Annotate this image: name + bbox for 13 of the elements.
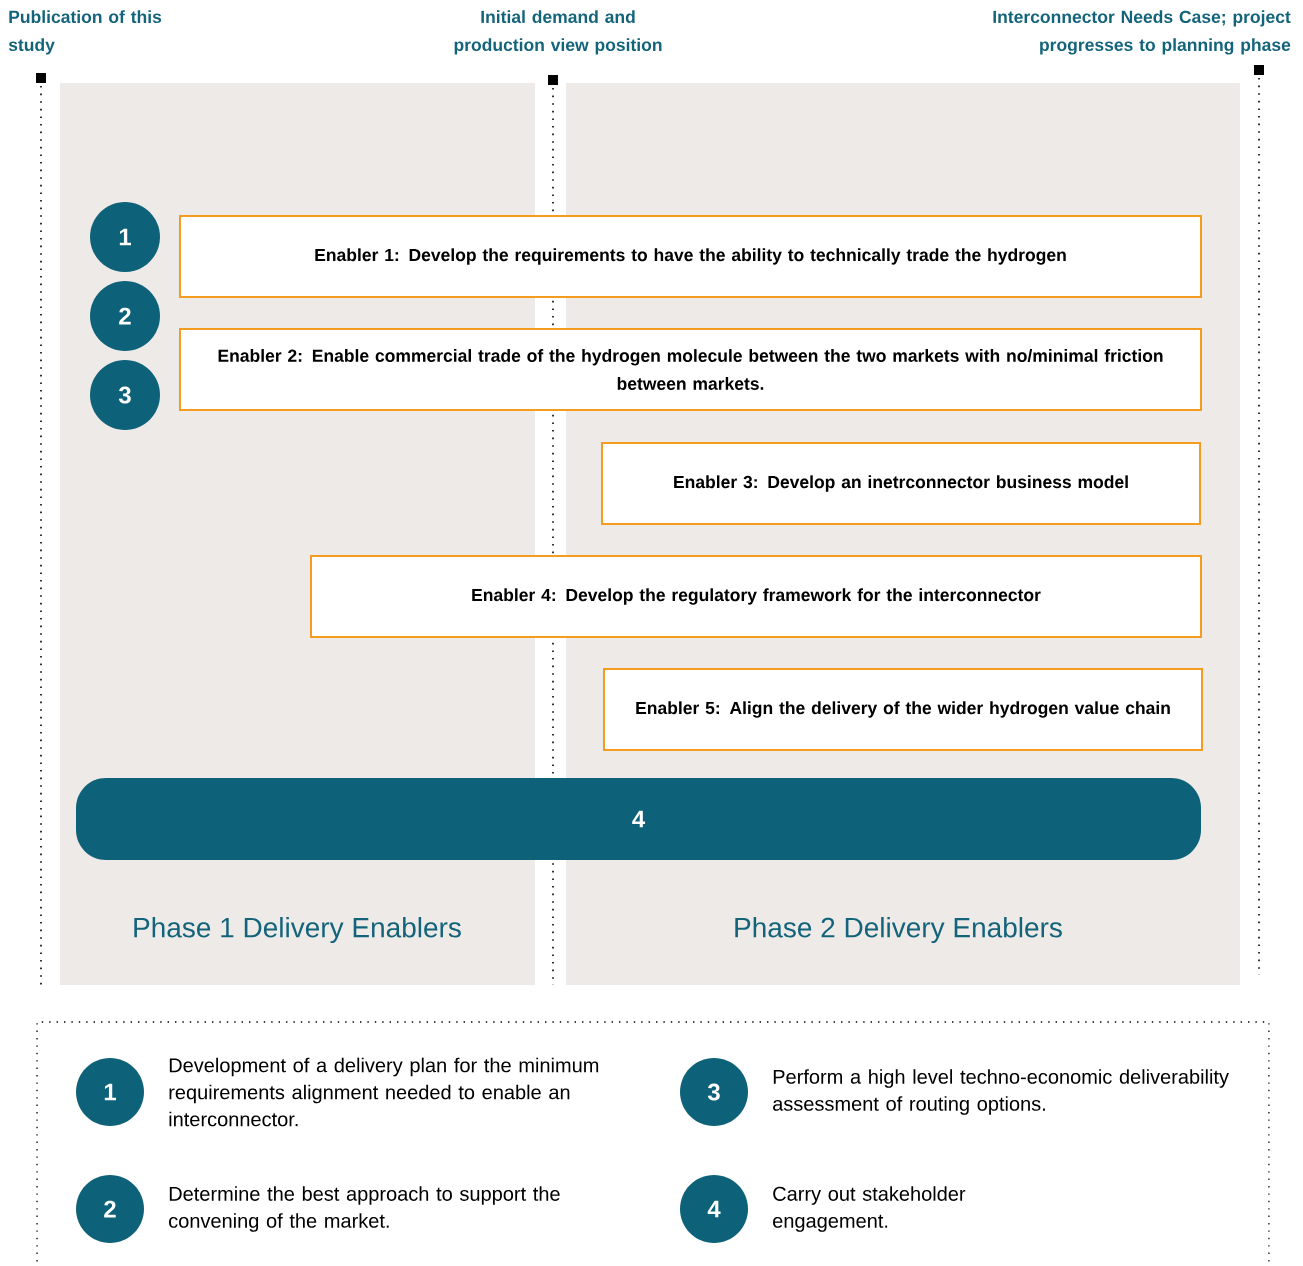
enabler-box: Enabler 2: Enable commercial trade of the hydrogen molecule between the two markets with no/minimal friction between markets. bbox=[179, 328, 1202, 411]
enabler-box: Enabler 5: Align the delivery of the wider hydrogen value chain bbox=[603, 668, 1203, 751]
enabler-box: Enabler 3: Develop an inetrconnector business model bbox=[601, 442, 1201, 525]
description-text: Development of a delivery plan for the minimum requirements alignment needed to enable an interconnector. bbox=[169, 1057, 599, 1127]
description-text: Carry out stakeholder engagement. bbox=[773, 1186, 966, 1232]
timeline-bar: 4 bbox=[76, 778, 1201, 860]
milestone-heading: Publication of this study bbox=[8, 10, 162, 55]
description-text: Determine the best approach to support the convening of the market. bbox=[169, 1186, 560, 1232]
description-text: Perform a high level techno-economic deliverability assessment of routing options. bbox=[773, 1069, 1229, 1115]
milestone-heading: Initial demand and production view position bbox=[454, 10, 662, 55]
enabler-box: Enabler 1: Develop the requirements to have the ability to technically trade the hydrogen bbox=[179, 215, 1202, 298]
milestone-heading: Interconnector Needs Case; project progresses to planning phase bbox=[993, 10, 1291, 55]
enabler-box: Enabler 4: Develop the regulatory framework for the interconnector bbox=[310, 555, 1202, 638]
